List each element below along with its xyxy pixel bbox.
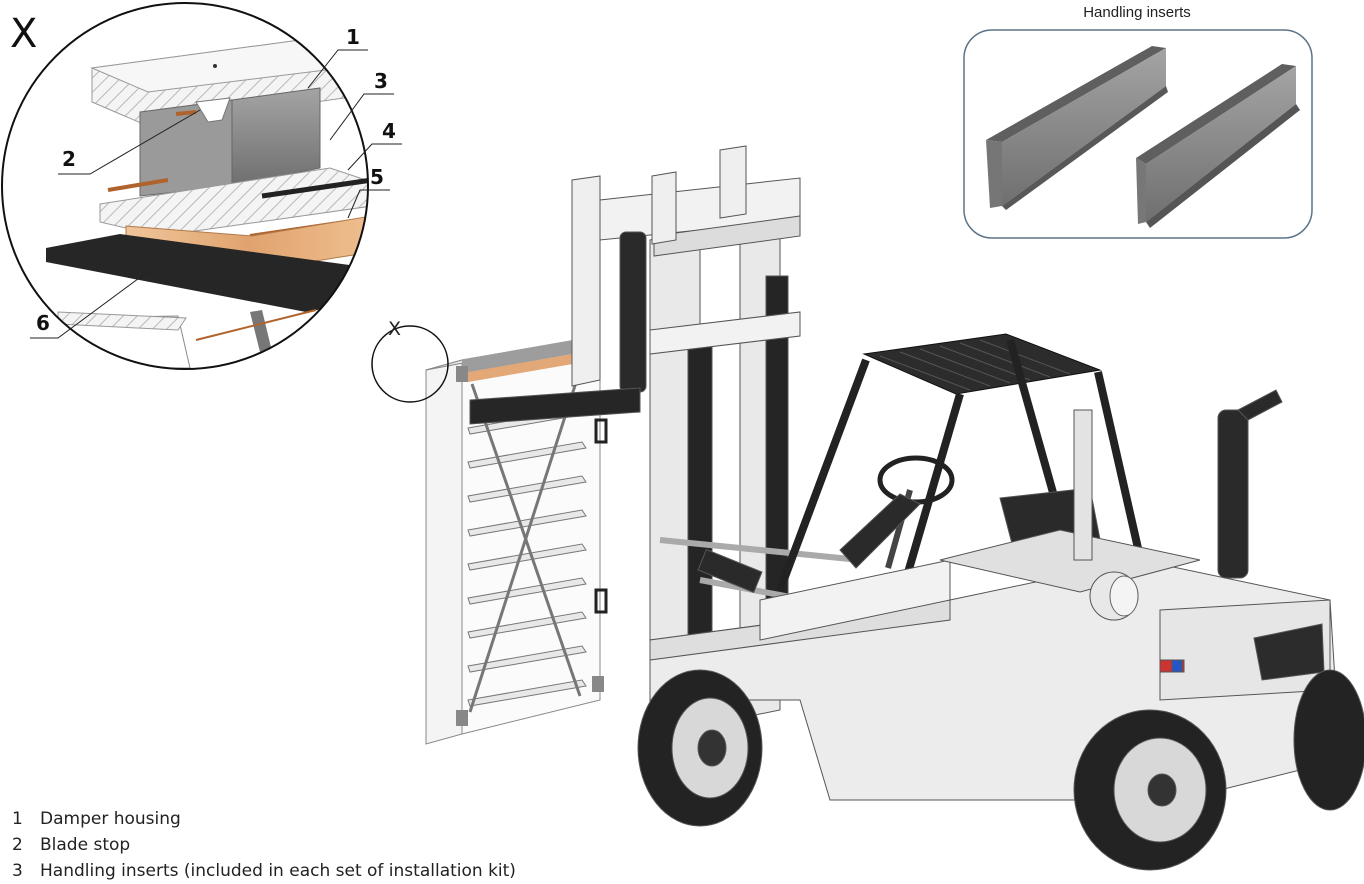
rear-wheel <box>1073 709 1227 871</box>
callout-5: 5 <box>370 165 384 189</box>
handling-insert-left <box>986 46 1168 210</box>
overhead-guard <box>862 333 1102 395</box>
damper-blades <box>467 407 587 707</box>
callout-2: 2 <box>62 147 76 171</box>
base-beam <box>46 234 368 312</box>
front-wheel <box>637 669 763 827</box>
detail-view-x: 1 3 4 5 2 6 <box>1 2 402 370</box>
damper-housing-flange <box>99 167 368 237</box>
steering-wheel <box>877 455 955 505</box>
callout-4: 4 <box>382 119 396 143</box>
handling-inserts-inset <box>963 29 1313 239</box>
handling-inserts-title: Handling inserts <box>1083 4 1191 21</box>
detail-view-label: X <box>10 11 38 57</box>
callout-6: 6 <box>36 311 50 335</box>
exhaust-pipe <box>1217 409 1249 579</box>
fire-damper <box>371 325 608 745</box>
forklift <box>469 145 1364 871</box>
rear-wheel-far <box>1293 669 1364 811</box>
detail-x-marker <box>371 325 449 403</box>
handling-insert-right <box>1136 64 1300 228</box>
callout-1: 1 <box>346 25 360 49</box>
callout-3: 3 <box>374 69 388 93</box>
overview-detail-label: X <box>388 318 402 340</box>
